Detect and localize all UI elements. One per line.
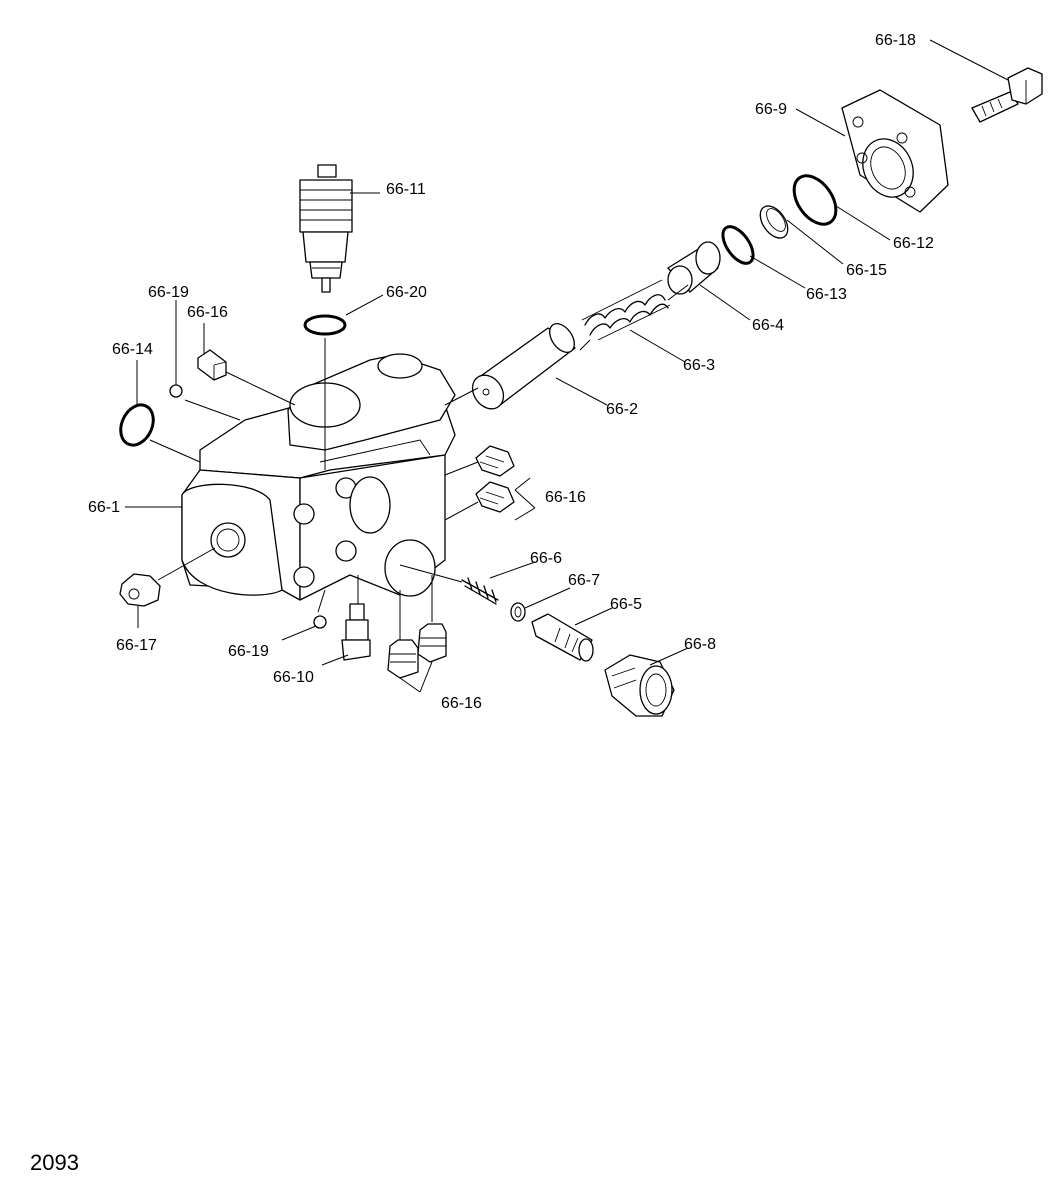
label-66-20: 66-20 <box>386 284 427 301</box>
fitting-66-10 <box>341 603 371 661</box>
leader-lines <box>125 39 1009 693</box>
label-66-12: 66-12 <box>893 235 934 252</box>
label-66-14: 66-14 <box>112 341 153 358</box>
label-66-4: 66-4 <box>752 317 784 334</box>
seat-66-7 <box>510 602 526 622</box>
plug-66-16-bottom2 <box>417 623 447 663</box>
plug-66-16-right1 <box>475 445 515 477</box>
label-66-1: 66-1 <box>88 499 120 516</box>
label-66-17: 66-17 <box>116 637 157 654</box>
label-66-5: 66-5 <box>610 596 642 613</box>
label-66-2: 66-2 <box>606 401 638 418</box>
label-66-15: 66-15 <box>846 262 887 279</box>
part-labels: 66-18 66-9 66-11 66-12 66-15 66-13 66-20… <box>88 32 934 712</box>
label-66-19-top: 66-19 <box>148 284 189 301</box>
plug-66-16-right2 <box>475 481 515 513</box>
label-66-16-right: 66-16 <box>545 489 586 506</box>
ball-66-19-bottom <box>313 615 327 629</box>
o-ring-66-20 <box>303 314 347 336</box>
plug-66-16-bottom1 <box>387 639 419 679</box>
piston-66-4 <box>667 241 721 295</box>
plug-66-16-top <box>197 349 227 381</box>
ball-66-19-top <box>169 384 183 398</box>
label-66-3: 66-3 <box>683 357 715 374</box>
bolt-66-18 <box>971 67 1043 123</box>
relief-cartridge <box>299 164 353 293</box>
label-66-11: 66-11 <box>386 181 426 198</box>
flange-66-9 <box>841 89 949 213</box>
page-number: 2093 <box>30 1150 79 1175</box>
spring-66-3 <box>581 279 671 341</box>
label-66-16-top: 66-16 <box>187 304 228 321</box>
backup-ring-66-15 <box>759 205 789 239</box>
label-66-19-bottom: 66-19 <box>228 643 269 660</box>
label-66-13: 66-13 <box>806 286 847 303</box>
spool-66-2 <box>471 323 576 410</box>
o-ring-66-14 <box>119 403 155 447</box>
label-66-16-bottom: 66-16 <box>441 695 482 712</box>
label-66-8: 66-8 <box>684 636 716 653</box>
plug-66-8 <box>604 654 675 717</box>
poppet-66-5 <box>531 613 594 662</box>
valve-body <box>181 353 456 601</box>
plug-66-17 <box>119 573 161 607</box>
label-66-10: 66-10 <box>273 669 314 686</box>
o-ring-66-12 <box>792 174 838 226</box>
label-66-9: 66-9 <box>755 101 787 118</box>
o-ring-66-13 <box>721 225 755 265</box>
label-66-6: 66-6 <box>530 550 562 567</box>
label-66-7: 66-7 <box>568 572 600 589</box>
spring-66-6 <box>461 577 499 605</box>
label-66-18: 66-18 <box>875 32 916 49</box>
